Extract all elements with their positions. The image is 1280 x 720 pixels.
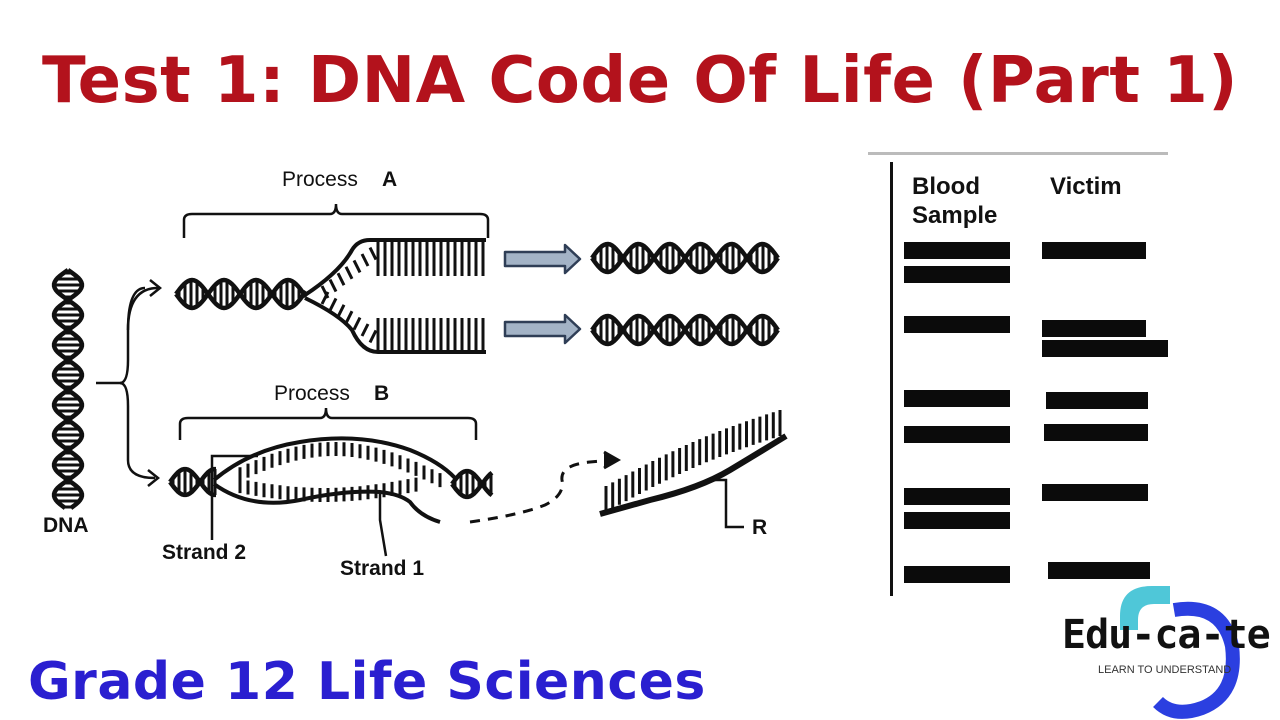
dna-diagram: Process A Process B DNA Strand 2 Strand (43, 168, 788, 580)
strand-pointers (210, 454, 388, 557)
helix-segment (168, 466, 217, 498)
video-title: Test 1: DNA Code Of Life (Part 1) (42, 44, 1238, 118)
replication-fork (303, 238, 486, 354)
victim-band (1048, 562, 1150, 579)
strand-1-label: Strand 1 (340, 557, 424, 580)
blood-band (904, 242, 1010, 259)
process-b-bracket (178, 407, 478, 440)
gel-column-victim: Victim (1050, 173, 1122, 200)
blood-band (904, 266, 1010, 283)
helix-segment (590, 313, 780, 347)
blood-band (904, 390, 1010, 407)
blood-band (904, 488, 1010, 505)
blood-band (904, 426, 1010, 443)
blood-band (904, 512, 1010, 529)
victim-band (1042, 242, 1146, 259)
victim-band (1046, 392, 1148, 409)
helix-segment (174, 277, 308, 311)
process-a-label: Process (282, 168, 358, 191)
educate-logo: Edu-ca-te LEARN TO UNDERSTAND (1062, 586, 1280, 720)
victim-band (1042, 340, 1168, 357)
process-a-letter: A (382, 168, 397, 191)
logo-text: Edu-ca-te (1062, 612, 1271, 658)
branch-arrows (96, 279, 163, 487)
gel-top-border (868, 152, 1168, 155)
blood-band (904, 566, 1010, 583)
r-label: R (752, 516, 767, 539)
helix-segment (590, 241, 780, 275)
gel-column-blood-sample: Blood Sample (912, 172, 997, 230)
gel-col1-line2: Sample (912, 202, 998, 229)
helix-segment (51, 268, 85, 510)
mrna-strand (599, 410, 788, 529)
gel-col1-line1: Blood (912, 173, 980, 200)
strand-2-label: Strand 2 (162, 541, 246, 564)
process-a-bracket (182, 203, 490, 238)
helix-segment (450, 468, 494, 500)
dashed-arrow (469, 450, 622, 524)
dna-label: DNA (43, 514, 89, 537)
victim-band (1044, 424, 1148, 441)
hollow-arrows (503, 243, 582, 345)
victim-band (1042, 484, 1148, 501)
process-b-letter: B (374, 382, 389, 405)
blood-band (904, 316, 1010, 333)
victim-band (1042, 320, 1146, 337)
process-b-label: Process (274, 382, 350, 405)
logo-tagline: LEARN TO UNDERSTAND (1098, 664, 1232, 676)
course-subtitle: Grade 12 Life Sciences (28, 652, 706, 712)
dna-fingerprint-gel: Blood Sample Victim (868, 152, 1168, 596)
logo-shape-icon (1120, 586, 1240, 719)
dna-helices (51, 241, 780, 510)
transcription-bubble (212, 436, 457, 524)
gel-left-border (890, 162, 893, 596)
